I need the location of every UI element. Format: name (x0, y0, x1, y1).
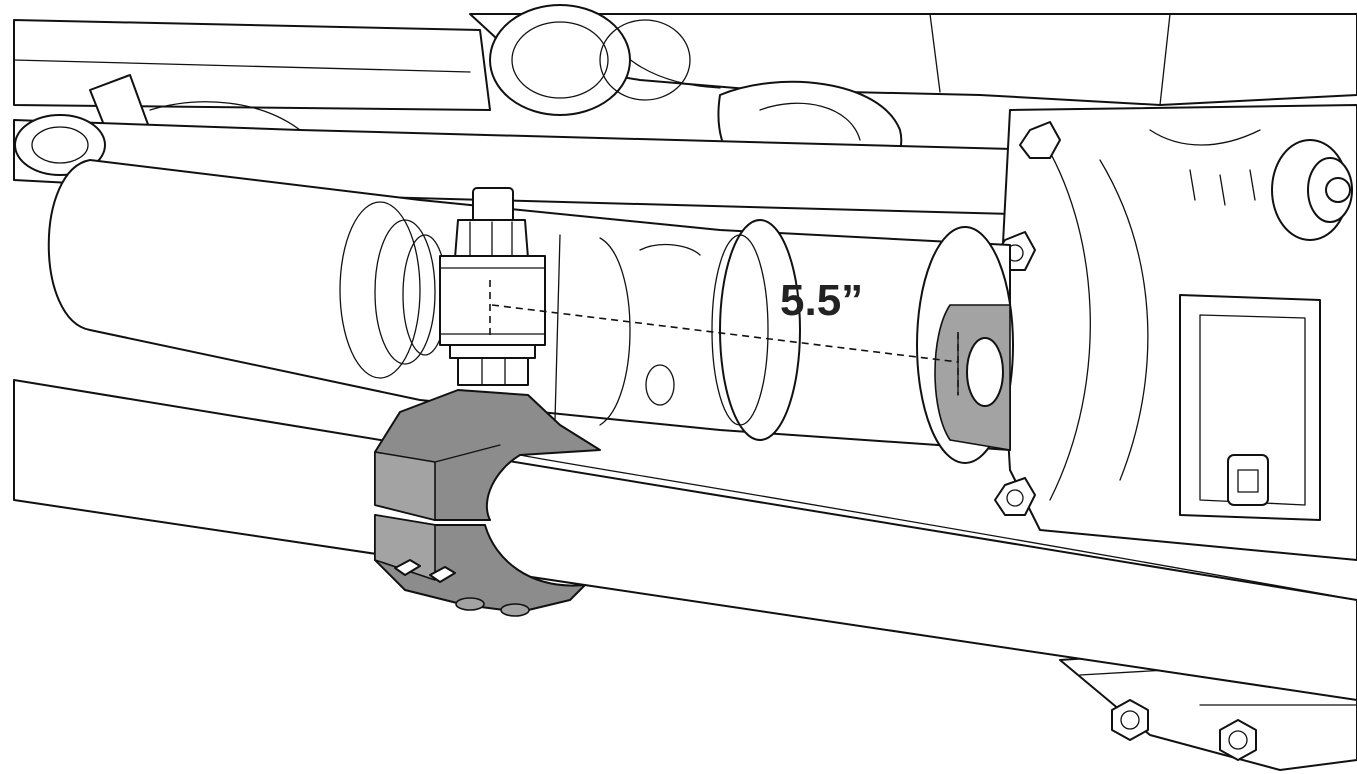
dimension-label: 5.5” (780, 276, 863, 325)
axle-bracket (916, 226, 1014, 464)
measurement-lines (489, 280, 959, 395)
clamp-part[interactable] (374, 389, 601, 617)
lower-bar (13, 379, 1357, 701)
bolt-assembly (439, 187, 546, 386)
background-components (13, 4, 1357, 771)
bar-top-edge (519, 454, 1357, 601)
